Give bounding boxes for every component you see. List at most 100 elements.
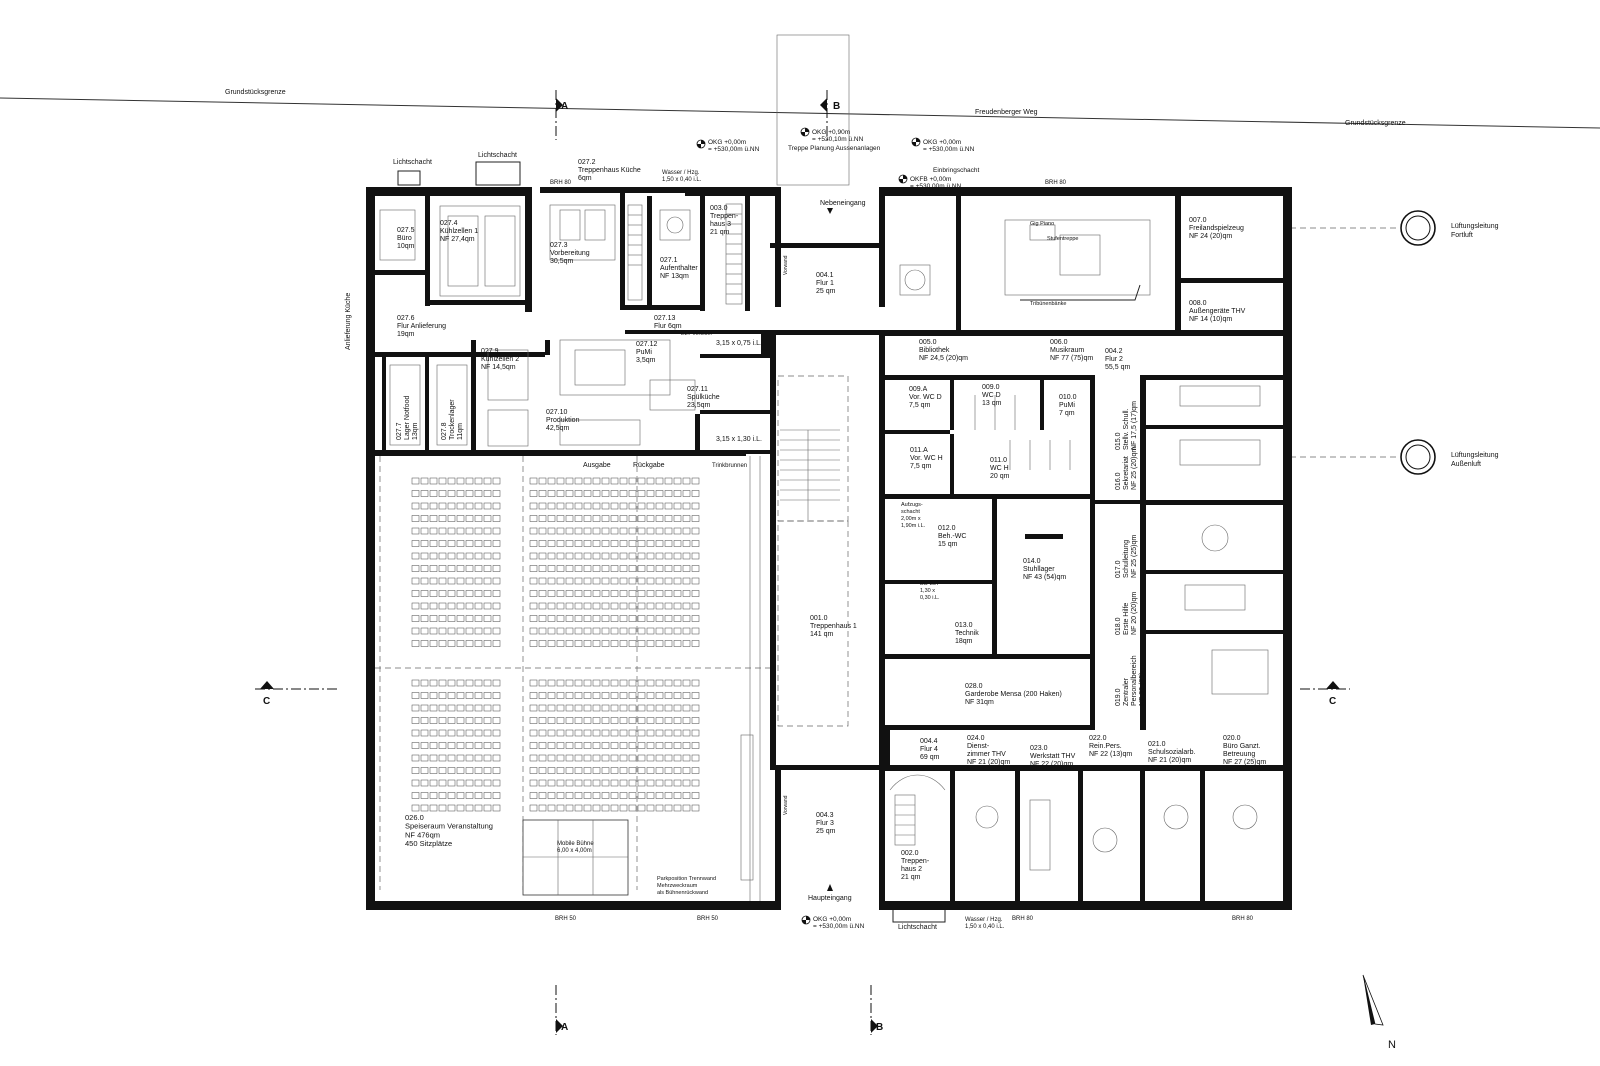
chair-icon [673,540,682,547]
chair-icon [411,679,420,687]
chair-icon [447,540,456,547]
chair-icon [465,767,474,774]
chair-icon [592,742,601,749]
chair-icon [547,742,556,749]
chair-icon [529,767,538,774]
chair-icon [664,515,673,522]
chair-icon [420,615,429,622]
chair-icon [646,540,655,547]
chair-icon [411,792,420,799]
chair-icon [420,552,429,560]
chair-icon [456,792,465,799]
chair-icon [646,792,655,799]
chair-icon [474,729,483,737]
chair-icon [420,704,429,712]
chair-icon [628,792,637,799]
chair-icon [483,717,492,724]
chair-icon [628,704,637,712]
chair-icon [438,792,447,799]
chair-icon [438,729,447,737]
chair-icon [673,615,682,622]
chair-icon [411,502,420,510]
chair-icon [592,565,601,572]
chair-icon [574,527,583,535]
svg-text:Rückgabe: Rückgabe [633,462,665,469]
chair-icon [646,490,655,497]
chair-icon [529,729,538,737]
chair-icon [547,552,556,560]
chair-icon [583,515,592,522]
chair-icon [682,590,691,597]
chair-icon [601,792,610,799]
chair-icon [646,640,655,647]
svg-text:BRH 50: BRH 50 [555,916,577,922]
chair-icon [438,490,447,497]
light-well [397,170,421,186]
chair-icon [592,804,601,812]
chair-icon [565,627,574,635]
chair-icon [420,477,429,485]
chair-icon [411,742,420,749]
chair-icon [655,615,664,622]
chair-icon [601,552,610,560]
chair-icon [547,565,556,572]
chair-icon [438,704,447,712]
section-label-c: C [1329,696,1336,707]
chair-icon [456,577,465,585]
chair-icon [465,527,474,535]
chair-icon [411,602,420,610]
chair-icon [429,779,438,787]
chair-icon [547,527,556,535]
chair-icon [610,754,619,762]
chair-icon [610,577,619,585]
chair-icon [429,792,438,799]
chair-icon [556,477,565,485]
chair-icon [583,717,592,724]
chair-icon [628,717,637,724]
chair-icon [574,692,583,699]
chair-icon [592,615,601,622]
chair-icon [529,565,538,572]
north-label: N [1388,1039,1396,1051]
chair-icon [664,627,673,635]
north-arrow: N [1362,974,1396,1051]
svg-text:6,00 x 4,00m: 6,00 x 4,00m [557,848,592,854]
chair-icon [529,640,538,647]
chair-icon [474,552,483,560]
chair-icon [474,679,483,687]
chair-icon [565,590,574,597]
chair-icon [456,490,465,497]
chair-icon [565,602,574,610]
svg-text:OKFB +0,00m: OKFB +0,00m [910,176,951,183]
chair-icon [655,627,664,635]
section-markers: A A B B C C [255,90,1350,1035]
svg-text:1,50 x 0,40 i.L.: 1,50 x 0,40 i.L. [662,177,702,183]
chair-icon [438,754,447,762]
chair-icon [492,527,501,535]
chair-icon [655,602,664,610]
chair-icon [547,679,556,687]
chair-icon [465,602,474,610]
chair-icon [601,502,610,510]
chair-icon [673,627,682,635]
chair-icon [411,527,420,535]
svg-text:Tribünenbänke: Tribünenbänke [1030,301,1067,307]
chair-icon [447,779,456,787]
chair-icon [565,704,574,712]
chair-icon [529,615,538,622]
side-entrance-label: Nebeneingang [820,200,866,207]
chair-icon [529,679,538,687]
dining-seats [411,477,700,812]
chair-icon [483,565,492,572]
chair-icon [411,717,420,724]
chair-icon [556,490,565,497]
chair-icon [420,640,429,647]
chair-icon [429,729,438,737]
chair-icon [646,804,655,812]
chair-icon [646,615,655,622]
